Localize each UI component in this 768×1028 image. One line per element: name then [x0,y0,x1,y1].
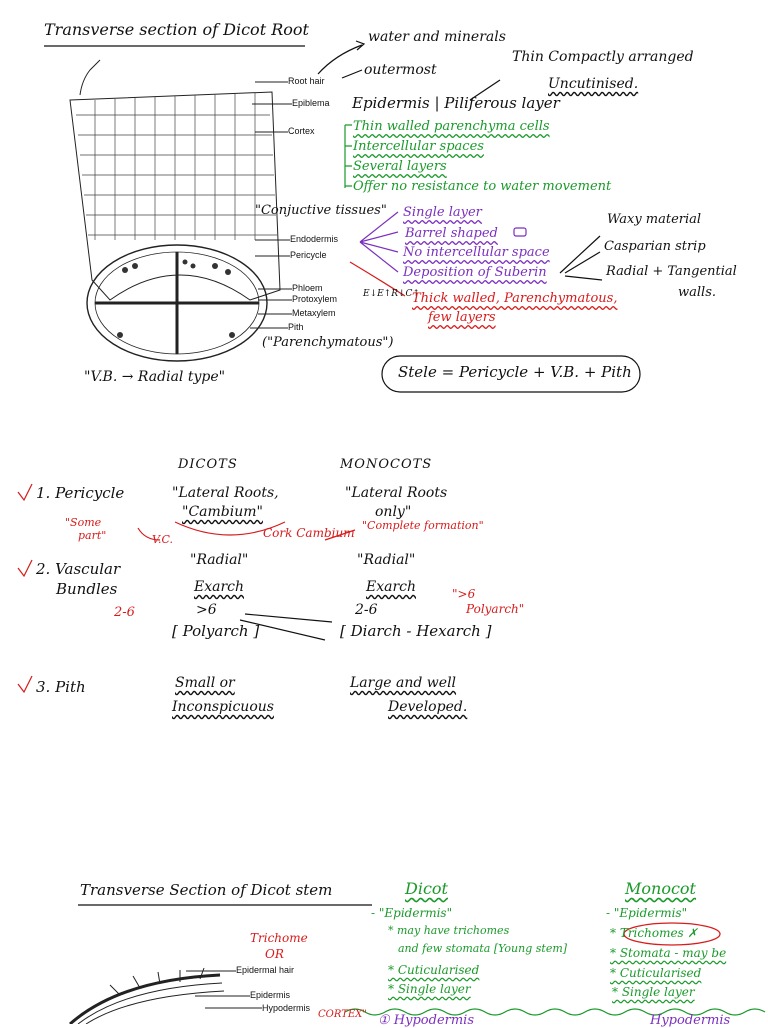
row1-monocot-1: "Lateral Roots [345,485,448,501]
row2-monocot-4: [ Diarch - Hexarch ] [340,622,492,640]
cortex-point-4: Offer no resistance to water movement [353,179,612,194]
row2-monocot-3: 2-6 [355,602,378,618]
note-gt6: ">6 [452,587,476,601]
note-polyarch: Polyarch" [466,602,525,616]
note-two-six: 2-6 [114,605,135,620]
row3-monocot-1: Large and well [350,675,457,691]
label-cortex: Cortex [288,126,315,136]
header-monocots: MONOCOTS [340,457,433,472]
monocot-point-3: * Stomata - may be [610,946,727,960]
row1-dicot-2: "Cambium" [182,504,263,520]
section3-title: Transverse Section of Dicot stem [80,881,333,899]
row2-label-1: 2. Vascular [36,560,121,578]
note-epidermis-layer: Epidermis | Piliferous layer [352,94,560,112]
row1-dicot-1: "Lateral Roots, [172,485,279,501]
dicot-point-3: and few stomata [Young stem] [398,942,568,955]
row3-dicot-1: Small or [175,675,235,691]
monocot-point-4: * Cuticularised [610,966,702,980]
row2-dicot-3: >6 [196,602,217,618]
monocot-point-5: * Single layer [612,985,695,999]
pericycle-note-2: few layers [428,310,496,325]
row3-dicot-2: Inconspicuous [172,699,274,715]
note-vc: V.C. [152,533,174,546]
dicot-point-5: * Single layer [388,982,471,996]
note-waxy: Waxy material [607,212,702,227]
note-outermost: outermost [364,62,437,78]
header-dicots: DICOTS [178,457,238,472]
label-pericycle: Pericycle [290,250,327,260]
row2-monocot-1: "Radial" [357,552,416,568]
label-pith: Pith [288,322,304,332]
cortex-note: CORTEX" [318,1009,367,1020]
pericycle-note-1: Thick walled, Parenchymatous, [412,291,618,306]
monocot-header: Monocot [625,879,696,898]
note-some: "Some [65,516,102,529]
note-uncutinised: Uncutinised. [548,76,639,92]
row3-monocot-2: Developed. [388,699,468,715]
dicot-point-2: * may have trichomes [388,924,510,937]
section1-title: Transverse section of Dicot Root [44,20,309,39]
label-phloem: Phloem [292,283,323,293]
row2-monocot-2: Exarch [366,579,417,595]
note-conjunctive: "Conjuctive tissues" [255,203,387,218]
label-endodermis: Endodermis [290,234,339,244]
note-water-minerals: water and minerals [368,29,506,45]
label-protoxylem: Protoxylem [292,294,338,304]
bottom-left-hypodermis: ① Hypodermis [378,1013,475,1028]
note-part: part" [78,529,107,542]
row2-label-2: Bundles [56,580,118,598]
stem-label-hypodermis: Hypodermis [262,1003,311,1013]
note-walls: walls. [678,285,716,300]
row2-dicot-4: [ Polyarch ] [172,622,260,640]
stem-label-epidermal-hair: Epidermal hair [236,965,295,975]
note-radial-tangential: Radial + Tangential [606,264,737,279]
row3-label: 3. Pith [36,678,86,696]
cortex-point-2: Intercellular spaces [353,139,484,154]
note-stele: Stele = Pericycle + V.B. + Pith [398,363,632,381]
endodermis-point-2: Barrel shaped [405,226,498,241]
dicot-stem-diagram [69,967,262,1024]
monocot-point-1: - "Epidermis" [606,906,688,920]
bottom-right-hypodermis: Hypodermis [650,1013,731,1028]
note-casparian: Casparian strip [604,239,706,254]
row2-dicot-2: Exarch [194,579,245,595]
dicot-point-4: * Cuticularised [388,963,480,977]
side-marks: E↓E↑R↓C↑ [363,289,420,299]
note-thin-compact: Thin Compactly arranged [512,49,694,65]
cortex-point-1: Thin walled parenchyma cells [353,119,550,134]
endodermis-point-3: No intercellular space [403,245,550,260]
dicot-header: Dicot [405,879,448,898]
dicot-root-diagram [69,59,281,362]
endodermis-point-1: Single layer [403,205,482,220]
row1-label: 1. Pericycle [36,484,125,502]
stem-label-epidermis: Epidermis [250,990,291,1000]
label-epiblema: Epiblema [292,98,330,108]
root-hair-strand [79,59,101,96]
stele-outline [86,244,268,362]
label-metaxylem: Metaxylem [292,308,336,318]
endodermis-point-4: Deposition of Suberin [403,265,547,280]
cortex-point-3: Several layers [353,159,447,174]
monocot-point-2: * Trichomes ✗ [610,926,698,940]
label-root-hair: Root hair [288,76,325,86]
note-cork-cambium: Cork Cambium [263,526,355,540]
trichome-note-1: Trichome [250,931,308,945]
note-vb-radial: "V.B. → Radial type" [84,369,226,385]
row2-dicot-1: "Radial" [190,552,249,568]
trichome-note-2: OR [265,947,284,961]
row1-monocot-2: only" [375,504,412,520]
dicot-point-1: - "Epidermis" [371,906,453,920]
note-complete-formation: "Complete formation" [362,519,484,532]
note-parenchymatous: ("Parenchymatous") [262,335,394,350]
